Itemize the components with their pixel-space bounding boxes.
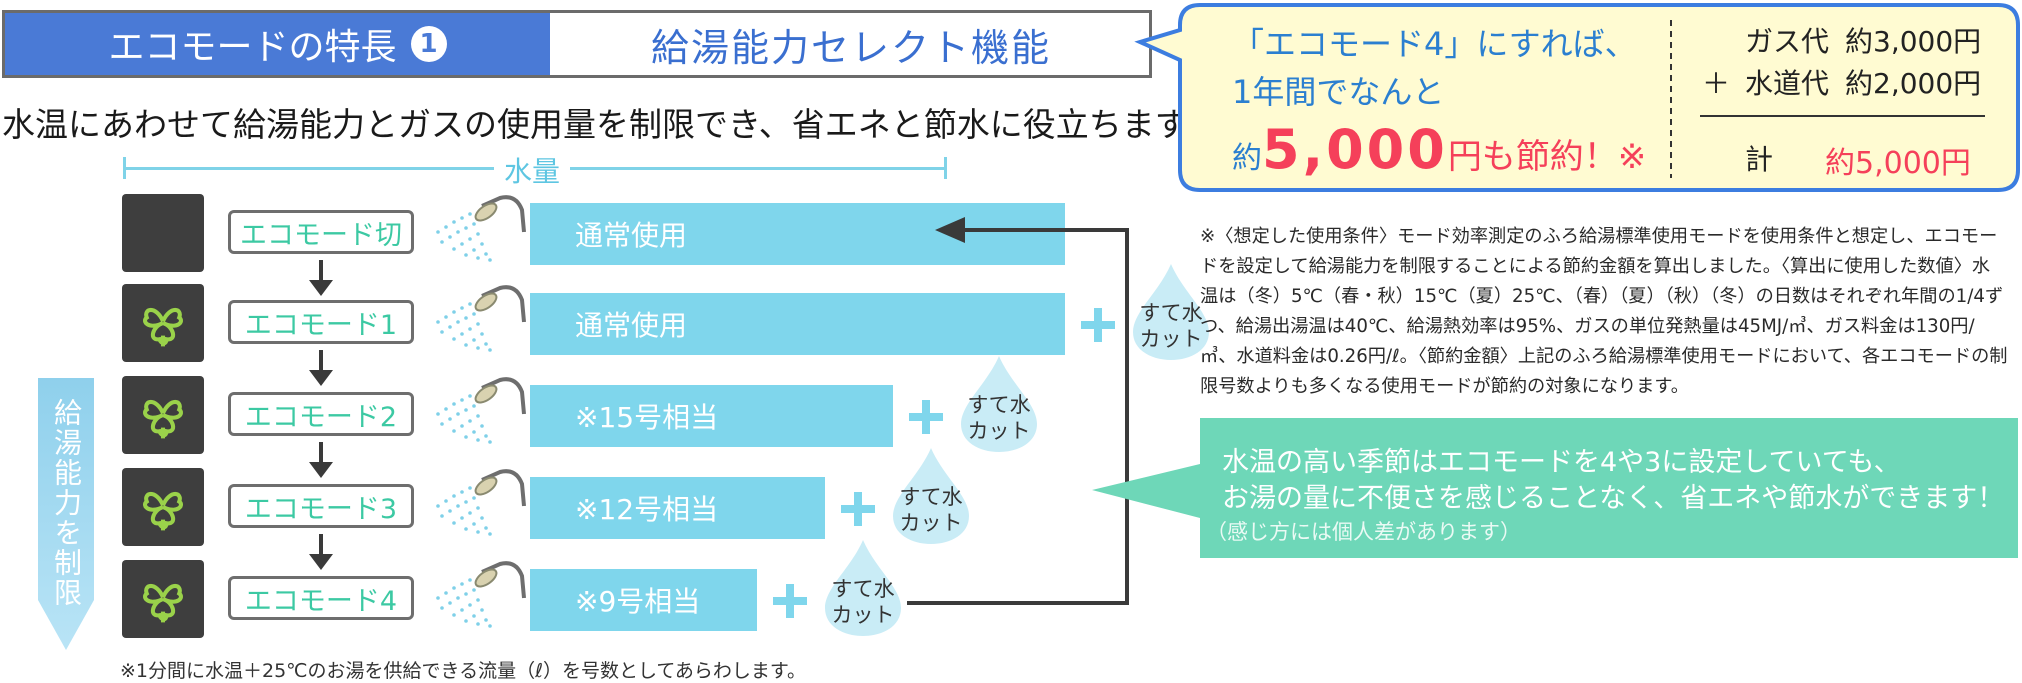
ruler-label: 水量 [494,150,571,190]
callout-saving: 約5,000円も節約！※ [1232,118,1646,181]
header-subtitle: 給湯能力セレクト機能 [650,25,1051,70]
drop-label: すて水 カット [899,485,963,535]
plus-icon [841,492,875,526]
green-line2: お湯の量に不便さを感じることなく、省エネや節水ができます！ [1222,483,2005,514]
ruler-tick-left [123,157,126,179]
section-header: エコモードの特長 1 給湯能力セレクト機能 [2,10,1152,78]
shower-icon [430,374,526,444]
water-cost-value: 約2,000円 [1845,67,1982,100]
gas-cost-label: ガス代 [1745,25,1830,58]
calculation-note: ※〈想定した使用条件〉モード効率測定のふろ給湯標準使用モードを使用条件と想定し、… [1200,226,2008,397]
mode-box: エコモード3 [228,484,414,528]
drop-label: すて水 カット [967,393,1031,443]
callout-line2: 1年間でなんと [1232,73,1445,111]
clover-icon [122,468,204,546]
water-drop-icon [889,446,973,546]
blank-icon [122,194,204,272]
green-message-box [1092,418,2018,558]
save-suffix: 円も節約！※ [1447,137,1647,177]
shower-icon [430,192,526,262]
water-bar: 通常使用 [530,293,1065,355]
capacity-label: 給湯能力を制限 [50,398,83,608]
ruler-tick-right [944,157,947,179]
water-cost-label: 水道代 [1745,67,1830,100]
save-prefix: 約 [1232,141,1262,176]
savings-callout [1134,3,2020,192]
shower-icon [430,558,526,628]
clover-icon [122,376,204,454]
drop-label: すて水 カット [1139,301,1203,351]
mode-box: エコモード切 [228,210,414,254]
water-bar: ※12号相当 [530,477,825,539]
water-bar: ※9号相当 [530,569,757,631]
clover-icon [122,560,204,638]
water-drop-icon [1129,262,1213,362]
plus-icon [1081,308,1115,342]
down-arrow-capacity [38,378,94,650]
clover-icon [122,284,204,362]
water-bar: 通常使用 [530,203,1065,265]
intro-text: 水温にあわせて給湯能力とガスの使用量を制限でき、省エネと節水に役立ちます。 [2,105,1218,144]
footnote: ※1分間に水温＋25℃のお湯を供給できる流量（ℓ）を号数としてあらわします。 [120,660,806,682]
down-arrow-icon [309,350,333,386]
green-line3: （感じ方には個人差があります） [1206,520,1521,544]
mode-box: エコモード4 [228,576,414,620]
save-amount: 5,000 [1262,118,1448,181]
shower-icon [430,282,526,352]
water-drop-icon [821,538,905,638]
plus-icon [773,584,807,618]
callout-question: 「エコモード4」にすれば、 1年間でなんと [1232,20,1637,116]
green-line1: 水温の高い季節はエコモードを4や3に設定していても、 [1222,447,1901,478]
water-drop-icon [957,354,1041,454]
return-arrow [907,217,1129,605]
total-value: 約5,000円 [1825,146,1971,181]
callout-line1: 「エコモード4」にすれば、 [1232,25,1637,63]
water-bar: ※15号相当 [530,385,893,447]
drop-label: すて水 カット [831,577,895,627]
header-title: エコモードの特長 [108,27,397,68]
plus-icon [909,400,943,434]
header-title-tab: エコモードの特長 1 [5,13,550,75]
mode-box: エコモード2 [228,392,414,436]
down-arrow-icon [309,534,333,570]
total-label: 計 [1745,143,1774,176]
plus-sign: ＋ [1702,67,1731,100]
down-arrow-icon [309,260,333,296]
gas-cost-value: 約3,000円 [1845,25,1982,58]
header-number-badge: 1 [410,26,447,62]
mode-box: エコモード1 [228,300,414,344]
down-arrow-icon [309,442,333,478]
shower-icon [430,466,526,536]
